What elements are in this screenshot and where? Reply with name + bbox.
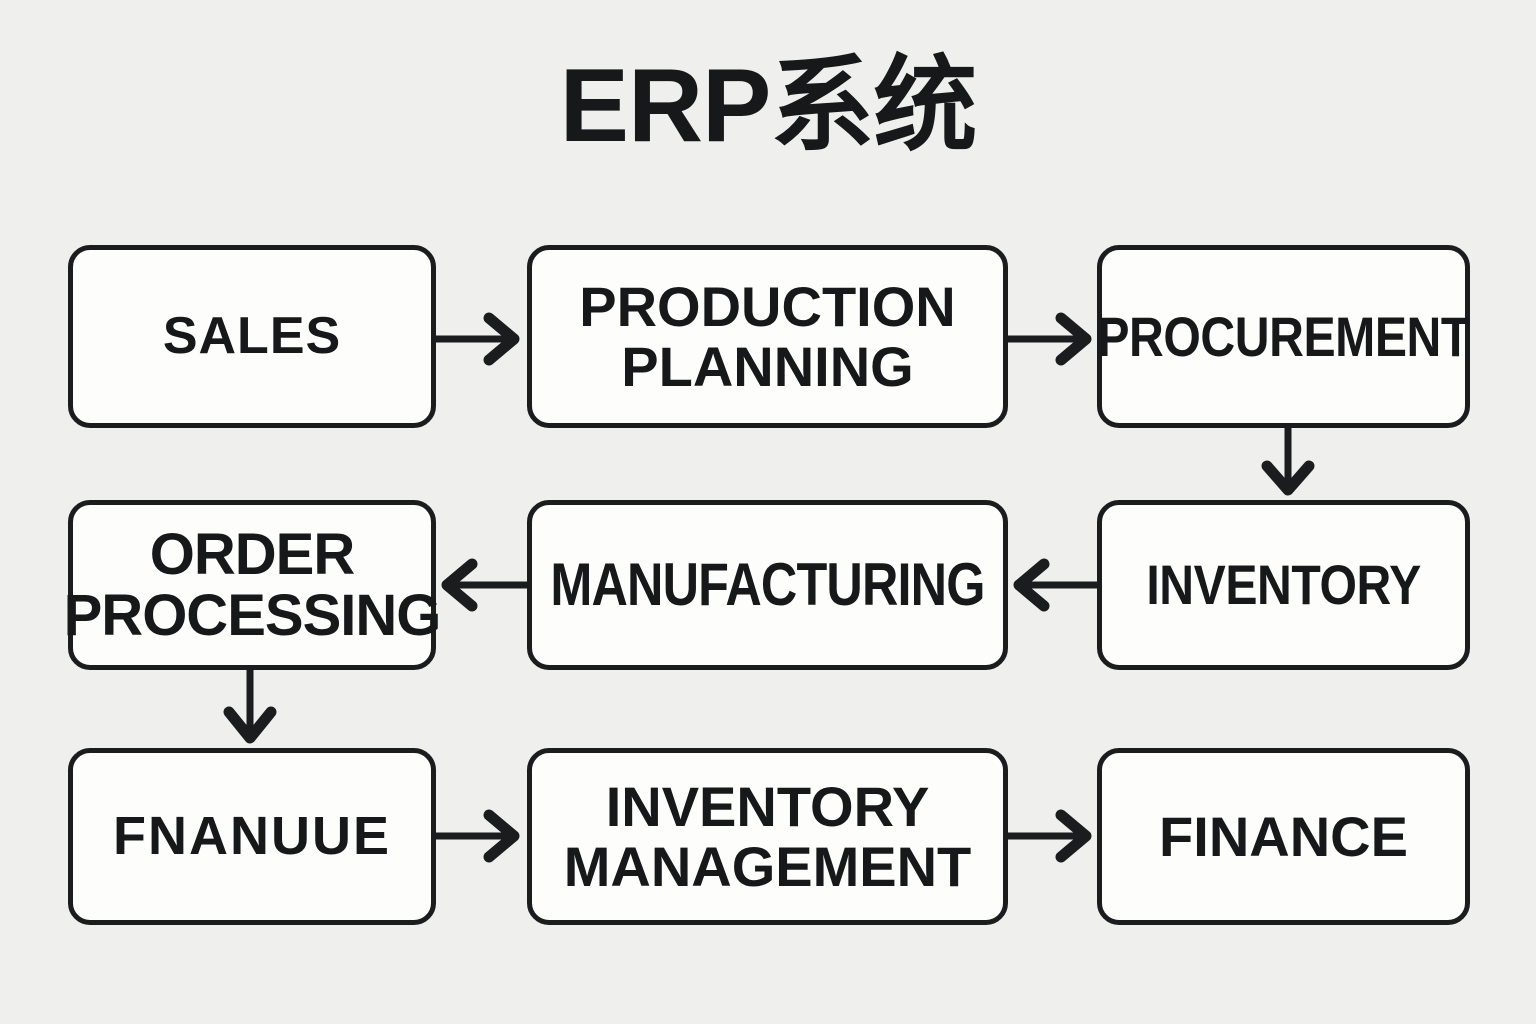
node-inventory-management-label: INVENTORY MANAGEMENT — [563, 775, 972, 898]
arrow-order-processing-to-finance-garbled — [223, 670, 277, 744]
arrow-inventory-management-to-finance — [1008, 809, 1092, 863]
node-manufacturing[interactable]: MANUFACTURING — [527, 500, 1008, 670]
node-inventory[interactable]: INVENTORY — [1097, 500, 1470, 670]
arrow-finance-garbled-to-inventory-management — [436, 809, 520, 863]
node-manufacturing-label: MANUFACTURING — [550, 551, 985, 619]
node-production-planning-label: PRODUCTION PLANNING — [579, 275, 956, 398]
node-finance-label: FINANCE — [1159, 804, 1408, 868]
arrow-production-planning-to-procurement — [1008, 312, 1092, 366]
node-inventory-label: INVENTORY — [1146, 553, 1421, 617]
page-title: ERP系统 — [559, 48, 978, 164]
arrow-procurement-to-inventory — [1261, 428, 1315, 496]
arrow-manufacturing-to-order-processing — [441, 558, 527, 612]
node-sales[interactable]: SALES — [68, 245, 436, 428]
arrow-sales-to-production-planning — [436, 312, 520, 366]
node-production-planning[interactable]: PRODUCTION PLANNING — [527, 245, 1008, 428]
node-sales-label: SALES — [162, 306, 342, 365]
node-inventory-management[interactable]: INVENTORY MANAGEMENT — [527, 748, 1008, 925]
node-procurement-label: PROCUREMENT — [1097, 304, 1470, 368]
node-finance-garbled[interactable]: FNANUUE — [68, 748, 436, 925]
node-order-processing[interactable]: ORDER PROCESSING — [64, 500, 441, 670]
node-procurement[interactable]: PROCUREMENT — [1097, 245, 1470, 428]
node-finance[interactable]: FINANCE — [1097, 748, 1470, 925]
arrow-inventory-to-manufacturing — [1013, 558, 1097, 612]
node-order-processing-label: ORDER PROCESSING — [63, 521, 442, 648]
node-finance-garbled-label: FNANUUE — [113, 805, 391, 866]
